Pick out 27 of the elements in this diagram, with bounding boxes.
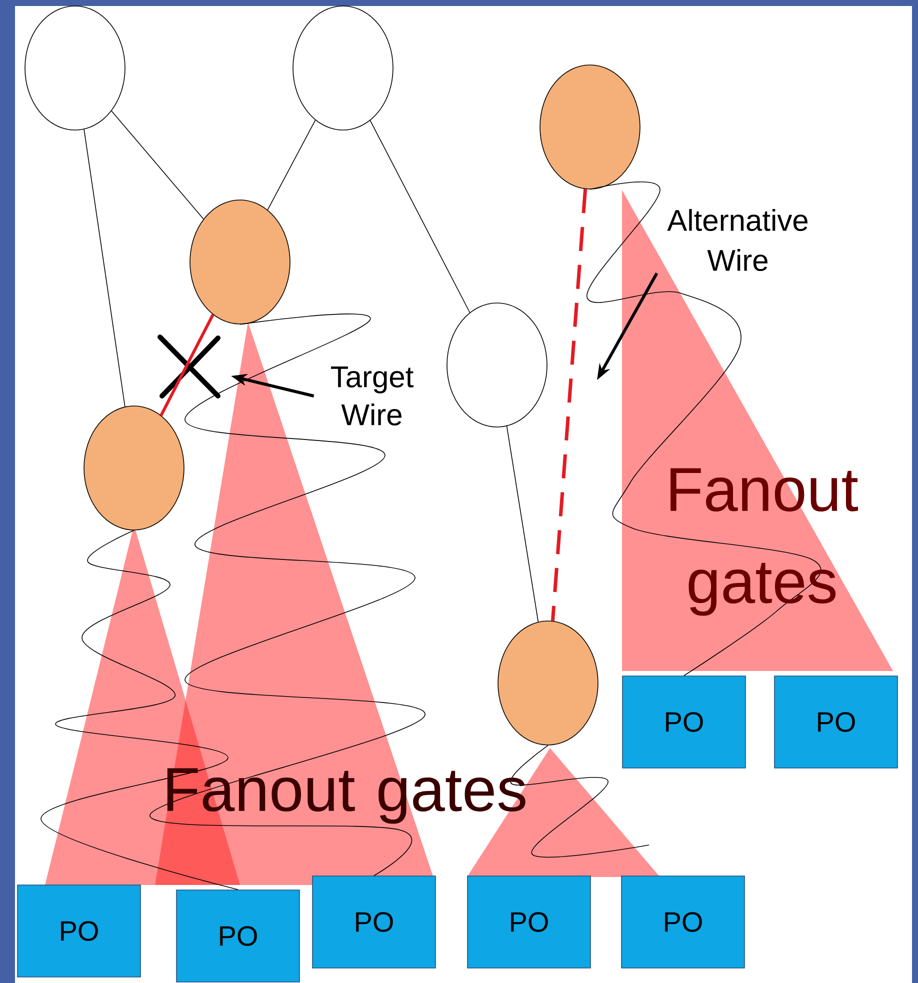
wire [150,314,426,876]
output-box: PO [17,884,141,978]
gate-circle [292,6,394,130]
gate-circle [84,406,184,530]
output-box: PO [467,876,591,968]
wire [111,110,204,220]
wire [40,530,238,890]
output-box: PO [176,890,300,982]
wire [510,745,650,858]
output-box: PO [622,676,746,768]
output-box: PO [621,876,745,968]
gate-circle [24,6,126,130]
wire-label: Target Wire [330,366,414,426]
wire [550,189,588,622]
wire [506,426,539,622]
wire [160,314,214,416]
gate-circle [446,302,548,428]
wire [267,120,316,210]
output-box: PO [312,876,436,968]
wire-label: Alternative Wire [667,209,808,272]
output-box: PO [774,676,898,768]
gate-circle [540,64,640,190]
gate-circle [498,620,598,746]
wire [586,181,822,676]
wire [370,120,470,313]
wire [84,128,126,408]
gate-circle [190,200,290,324]
